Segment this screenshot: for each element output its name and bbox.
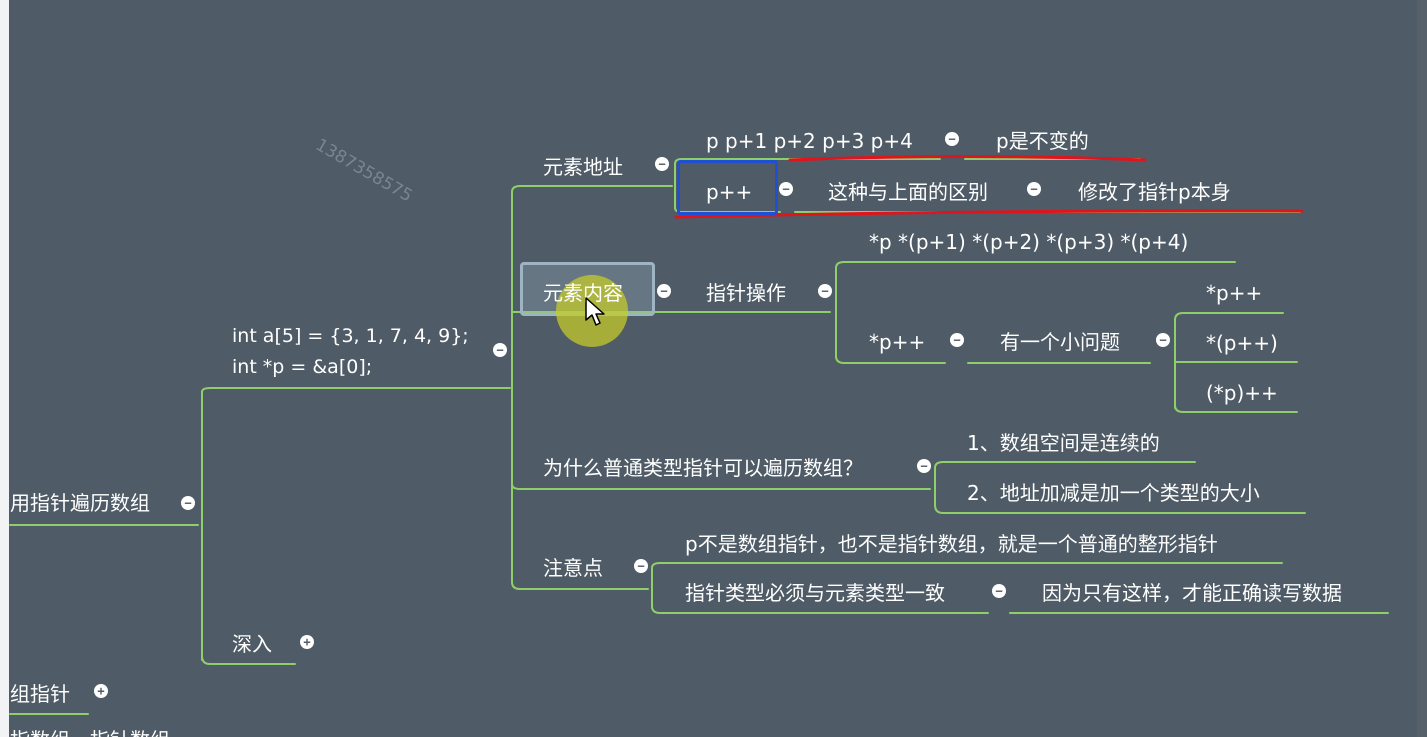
connector-note-2 <box>651 605 989 614</box>
node-diff-note[interactable]: 修改了指针p本身 <box>1078 180 1231 204</box>
connector-variant-1 <box>1174 312 1284 321</box>
node-offsets-note[interactable]: p是不变的 <box>996 129 1089 153</box>
blue-annotation-box <box>677 160 778 215</box>
window-left-edge <box>0 0 9 737</box>
collapse-icon[interactable]: − <box>1027 182 1041 196</box>
node-small-issue[interactable]: 有一个小问题 <box>1000 330 1120 354</box>
node-cut-off[interactable]: 指数组、指针数组 <box>10 728 170 737</box>
node-increment[interactable]: p++ <box>706 180 753 204</box>
connector-reason-1 <box>934 461 1196 469</box>
node-diff[interactable]: 这种与上面的区别 <box>828 180 988 204</box>
collapse-icon[interactable]: − <box>181 496 195 510</box>
node-deep[interactable]: 深入 <box>232 632 272 656</box>
node-note-1[interactable]: p不是数组指针，也不是指针数组，就是一个普通的整形指针 <box>685 532 1218 556</box>
node-element-address[interactable]: 元素地址 <box>543 155 623 179</box>
connector-derefs <box>835 261 1236 269</box>
node-star-pp[interactable]: *p++ <box>869 330 926 354</box>
collapse-icon[interactable]: − <box>1156 333 1170 347</box>
node-variant-3[interactable]: (*p)++ <box>1206 381 1278 405</box>
red-underline-diff <box>674 209 1304 219</box>
node-pointer-op[interactable]: 指针操作 <box>706 281 786 305</box>
collapse-icon[interactable]: − <box>992 584 1006 598</box>
collapse-icon[interactable]: − <box>945 132 959 146</box>
node-reason-2[interactable]: 2、地址加减是加一个类型的大小 <box>967 481 1260 505</box>
code-line-1: int a[5] = {3, 1, 7, 4, 9}; <box>232 325 469 347</box>
connector-why <box>511 483 931 490</box>
connector-offsets <box>674 158 941 165</box>
expand-icon[interactable]: + <box>300 635 314 649</box>
connector-deep <box>201 655 296 665</box>
node-reason-1[interactable]: 1、数组空间是连续的 <box>967 431 1160 455</box>
collapse-icon[interactable]: − <box>917 459 931 473</box>
collapse-icon[interactable]: − <box>950 333 964 347</box>
code-line-2: int *p = &a[0]; <box>232 356 373 378</box>
node-why[interactable]: 为什么普通类型指针可以遍历数组？ <box>543 456 863 480</box>
connector-code <box>201 387 511 393</box>
collapse-icon[interactable]: − <box>657 284 671 298</box>
connector-note-1 <box>651 562 1283 569</box>
expand-icon[interactable]: + <box>94 684 108 698</box>
red-underline-offsets <box>788 155 1147 162</box>
connector-star-pp <box>835 355 946 364</box>
collapse-icon[interactable]: − <box>818 284 832 298</box>
node-root[interactable]: 用指针遍历数组 <box>10 491 150 515</box>
node-derefs[interactable]: *p *(p+1) *(p+2) *(p+3) *(p+4) <box>869 230 1189 254</box>
node-note-2-reason[interactable]: 因为只有这样，才能正确读写数据 <box>1042 581 1342 605</box>
node-variant-2[interactable]: *(p++) <box>1206 331 1278 355</box>
node-notes[interactable]: 注意点 <box>543 556 603 580</box>
connector-notes <box>511 581 649 590</box>
connector-variant-3 <box>1174 404 1298 413</box>
collapse-icon[interactable]: − <box>634 559 648 573</box>
collapse-icon[interactable]: − <box>493 343 507 357</box>
connector-reason-2 <box>934 504 1306 514</box>
window-right-edge <box>1417 0 1427 737</box>
node-variant-1[interactable]: *p++ <box>1206 281 1263 305</box>
node-array-pointer[interactable]: 组指针 <box>10 682 70 706</box>
mouse-cursor-icon <box>585 297 605 326</box>
connector-element-address <box>511 185 673 193</box>
node-element-content[interactable]: 元素内容 <box>543 281 623 305</box>
collapse-icon[interactable]: − <box>779 182 793 196</box>
node-offsets[interactable]: p p+1 p+2 p+3 p+4 <box>706 129 913 153</box>
collapse-icon[interactable]: − <box>655 157 669 171</box>
node-code[interactable]: int a[5] = {3, 1, 7, 4, 9}; int *p = &a[… <box>232 321 469 383</box>
node-note-2[interactable]: 指针类型必须与元素类型一致 <box>685 581 945 605</box>
